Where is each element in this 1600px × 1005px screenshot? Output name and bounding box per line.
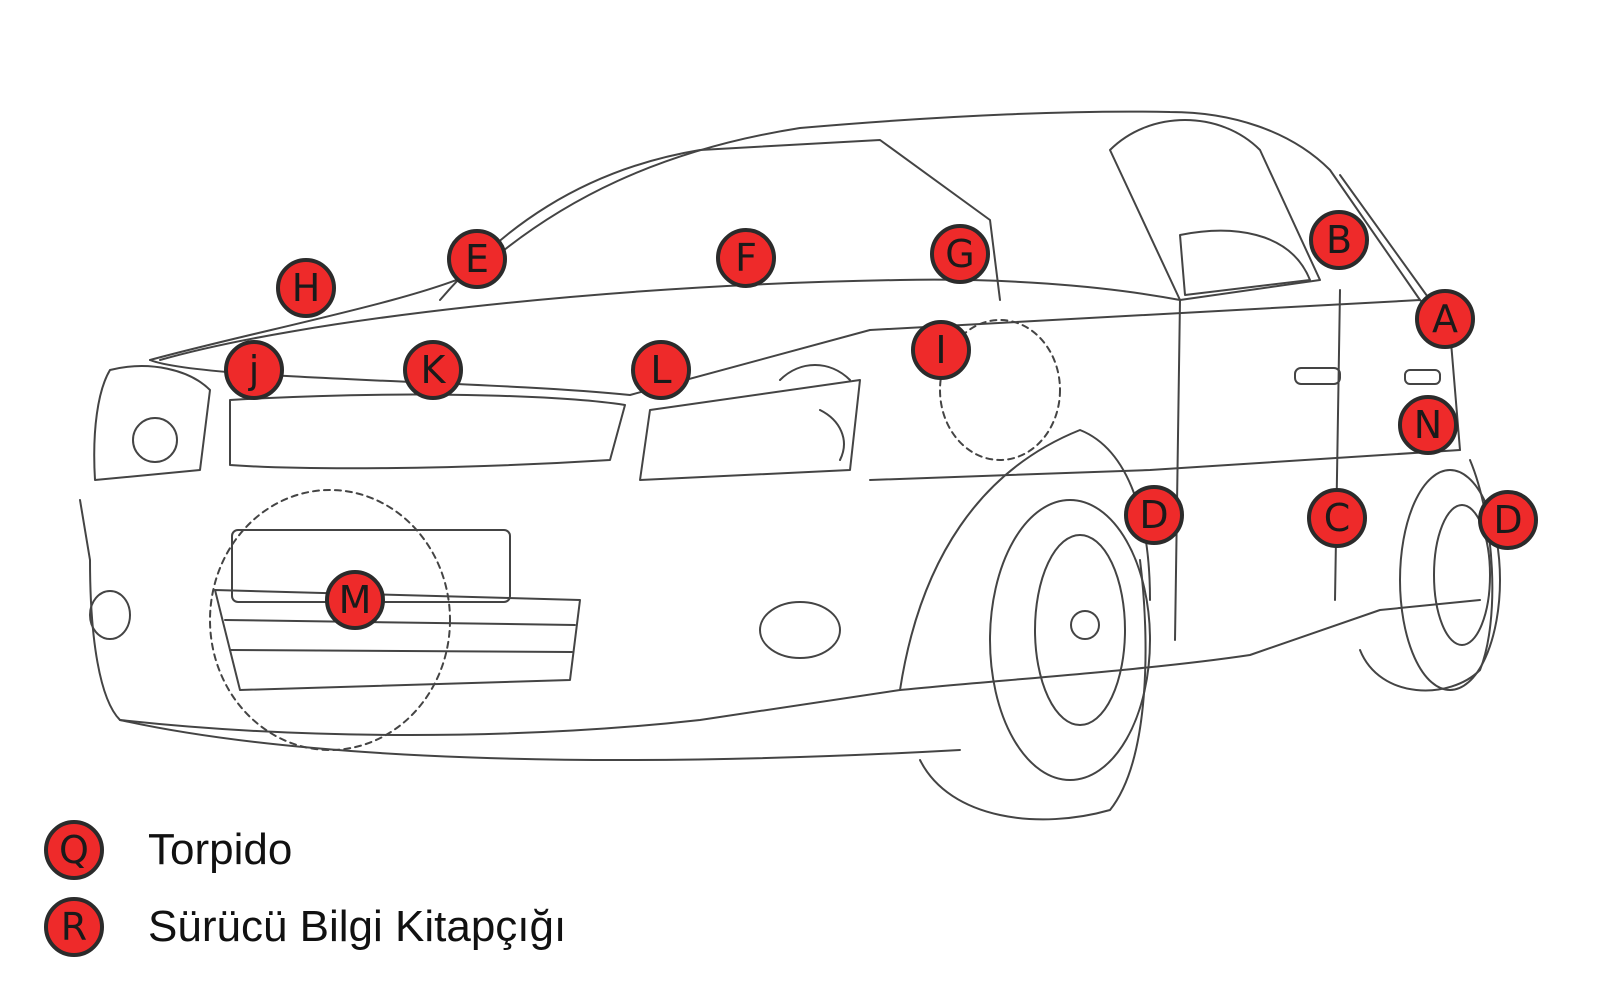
front-hub — [1070, 610, 1100, 640]
legend-row-driver-manual: R Sürücü Bilgi Kitapçığı — [44, 897, 566, 957]
marker-h[interactable]: H — [276, 258, 336, 318]
marker-k[interactable]: K — [403, 340, 463, 400]
marker-r[interactable]: R — [44, 897, 104, 957]
door-line — [1174, 299, 1181, 641]
windshield — [439, 139, 1001, 301]
grille — [229, 393, 626, 470]
legend-label-driver-manual: Sürücü Bilgi Kitapçığı — [148, 902, 567, 951]
interior-seat — [939, 319, 1061, 461]
lower-grille-slats — [224, 619, 576, 653]
front-bumper — [79, 499, 901, 736]
marker-g[interactable]: G — [930, 224, 990, 284]
marker-q[interactable]: Q — [44, 820, 104, 880]
front-wheel-arch — [899, 429, 1151, 691]
left-headlight-lens — [132, 417, 178, 463]
door-handle-front — [1294, 367, 1341, 385]
marker-j[interactable]: j — [224, 340, 284, 400]
lower-grille — [214, 589, 581, 691]
right-fog-light — [759, 601, 841, 659]
marker-d-front[interactable]: D — [1124, 485, 1184, 545]
legend-row-torpido: Q Torpido — [44, 820, 292, 880]
roof-outline — [149, 110, 1421, 361]
body-side-upper — [869, 299, 1461, 451]
rear-wheel-rim — [1433, 504, 1491, 646]
door-line-rear — [1334, 289, 1341, 601]
rear-wheel — [1399, 469, 1501, 691]
front-wheel-rim — [1034, 534, 1126, 726]
marker-i[interactable]: I — [911, 320, 971, 380]
side-mirror — [1179, 229, 1311, 296]
door-handle-rear — [1404, 369, 1441, 385]
marker-e[interactable]: E — [447, 229, 507, 289]
marker-a[interactable]: A — [1415, 289, 1475, 349]
marker-l[interactable]: L — [631, 340, 691, 400]
marker-m[interactable]: M — [325, 570, 385, 630]
engine-block — [209, 489, 451, 751]
hood-front-edge — [149, 329, 871, 396]
left-headlight — [93, 365, 211, 481]
marker-b[interactable]: B — [1309, 210, 1369, 270]
interior-steering — [779, 364, 851, 461]
body-side-sill — [899, 599, 1481, 691]
rear-tire-outer — [1359, 459, 1494, 692]
legend-label-torpido: Torpido — [148, 825, 293, 874]
front-lower-lip — [119, 719, 961, 761]
front-wheel — [989, 499, 1151, 781]
front-tire-outer — [919, 559, 1147, 821]
right-headlight — [639, 379, 861, 481]
marker-d-rear[interactable]: D — [1478, 490, 1538, 550]
side-window — [1109, 119, 1321, 301]
side-crease — [869, 449, 1461, 481]
marker-n[interactable]: N — [1398, 395, 1458, 455]
left-fog-light — [89, 590, 131, 640]
marker-c[interactable]: C — [1307, 488, 1367, 548]
rear-window — [1339, 174, 1431, 301]
marker-f[interactable]: F — [716, 228, 776, 288]
